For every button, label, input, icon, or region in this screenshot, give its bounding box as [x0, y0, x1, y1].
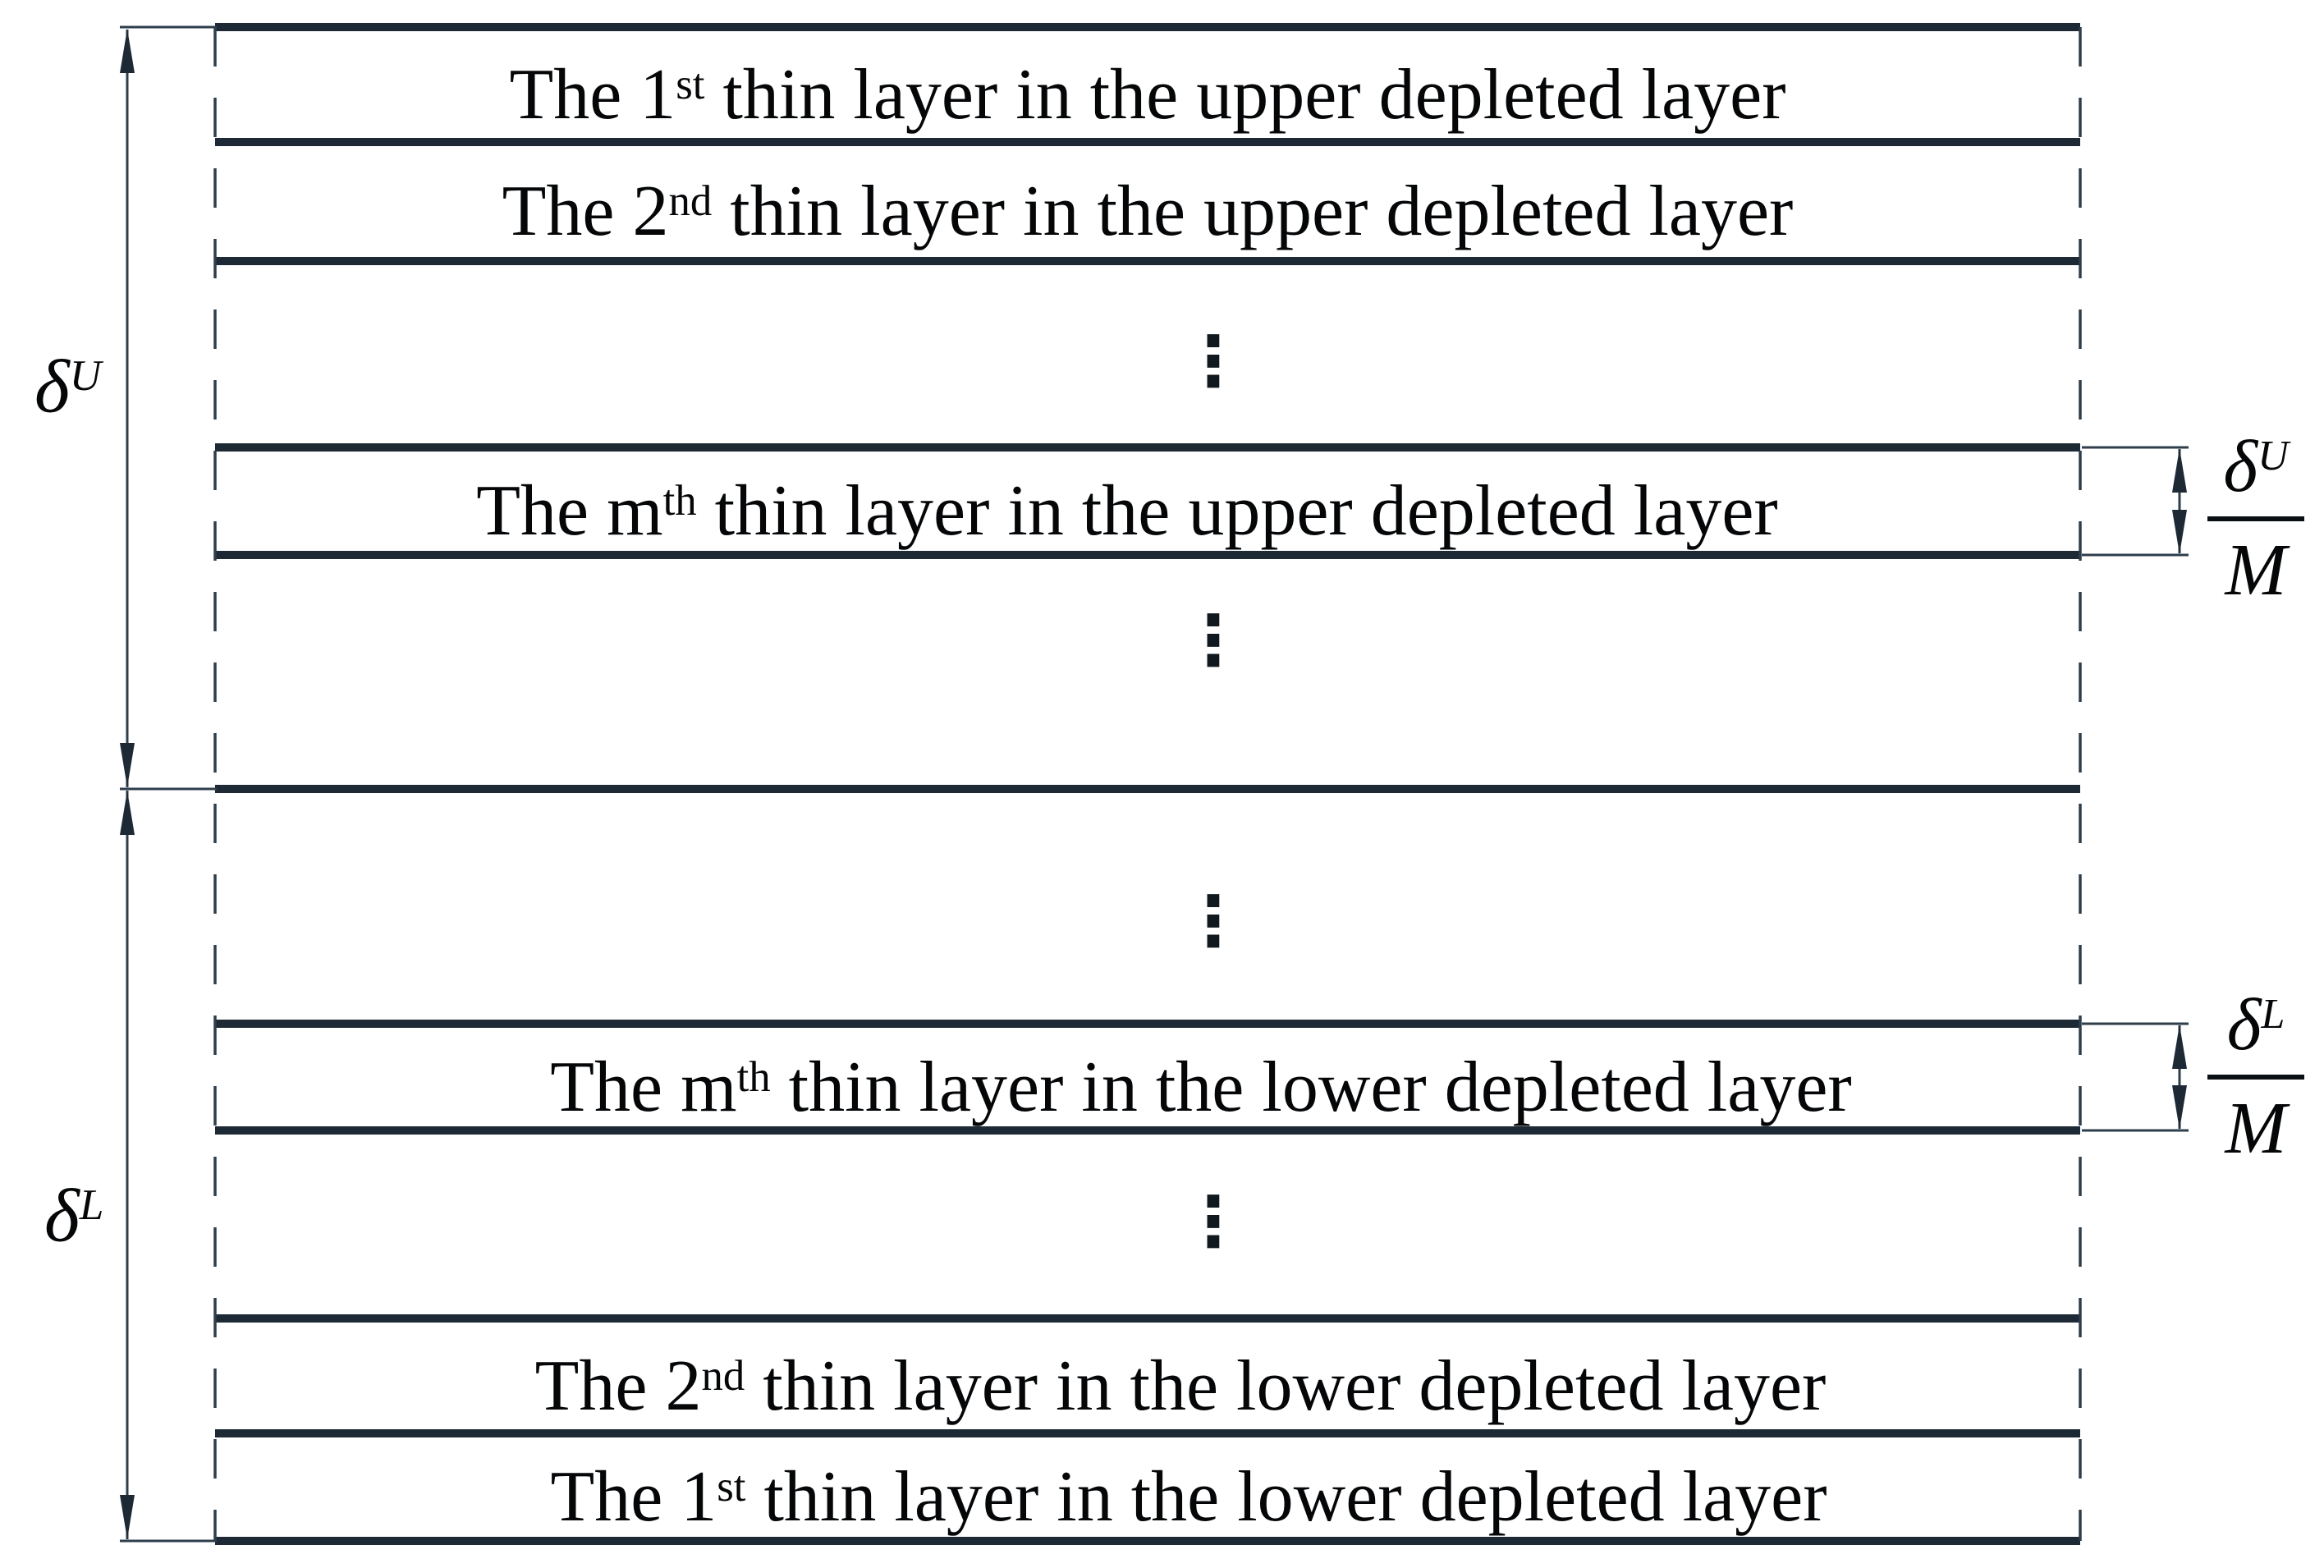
lower-sublayer-arrow-down-icon [2172, 1085, 2187, 1130]
lower-layer-m-prefix: The m [550, 1047, 737, 1127]
upper-layer-2-rest: thin layer in the upper depleted layer [712, 171, 1794, 251]
delta-l-sup: L [79, 1180, 104, 1229]
lower-layer-2-ordinal: nd [701, 1352, 745, 1400]
upper-layer-1-ordinal: st [676, 61, 705, 108]
lower-layer-2-prefix: The 2 [534, 1346, 702, 1426]
lower-sublayer-fraction: δL M [2194, 973, 2317, 1170]
upper-fraction-denominator: M [2225, 530, 2287, 612]
delta-l-arrow-down-icon [120, 1495, 135, 1539]
upper-layer-1-label: The 1st thin layer in the upper depleted… [215, 39, 2080, 140]
lower-fraction-numerator: δL [2194, 973, 2317, 1066]
upper-layer-m-rest: thin layer in the upper depleted layer [696, 470, 1778, 551]
upper-layer-m-ordinal: th [662, 477, 697, 525]
delta-u-sup: U [69, 351, 102, 400]
lower-layer-m-label: The mth thin layer in the lower depleted… [268, 1032, 2134, 1133]
lower-fraction-delta: δ [2226, 984, 2262, 1066]
lower-layer-1-rest: thin layer in the lower depleted layer [745, 1456, 1827, 1537]
upper-layer-2-label: The 2nd thin layer in the upper depleted… [215, 156, 2080, 257]
upper-fraction-delta: δ [2223, 426, 2258, 508]
upper-sublayer-fraction: δU M [2194, 415, 2317, 612]
lower-ellipsis-2: ⋮ [1179, 1181, 1248, 1262]
upper-layer-m-label: The mth thin layer in the upper depleted… [195, 456, 2060, 557]
lower-layer-1-ordinal: st [717, 1463, 746, 1511]
lower-layer-m-rest: thin layer in the lower depleted layer [770, 1047, 1852, 1127]
lower-fraction-bar [2207, 1075, 2304, 1080]
delta-l-label: δL [44, 1159, 103, 1261]
upper-layer-2-prefix: The 2 [502, 171, 669, 251]
upper-sublayer-arrow-up-icon [2172, 448, 2187, 493]
lower-layer-1-prefix: The 1 [550, 1456, 717, 1537]
upper-layer-1-prefix: The 1 [509, 54, 676, 135]
delta-u-arrow-down-icon [120, 743, 135, 787]
upper-fraction-bar [2207, 516, 2304, 522]
lower-layer-2-label: The 2nd thin layer in the lower depleted… [248, 1331, 2113, 1432]
upper-fraction-sup: U [2258, 432, 2289, 479]
upper-layer-2-ordinal: nd [668, 177, 713, 225]
upper-layer-1-rest: thin layer in the upper depleted layer [704, 54, 1786, 135]
upper-ellipsis-2: ⋮ [1179, 600, 1248, 681]
lower-layer-m-ordinal: th [736, 1053, 771, 1101]
lower-fraction-sup: L [2261, 990, 2285, 1038]
lower-layer-1-label: The 1st thin layer in the lower depleted… [256, 1442, 2121, 1543]
delta-u-arrow-up-icon [120, 29, 135, 73]
lower-ellipsis-1: ⋮ [1179, 881, 1248, 961]
delta-u-label: δU [34, 330, 101, 432]
lower-sublayer-arrow-up-icon [2172, 1025, 2187, 1069]
upper-sublayer-arrow-down-icon [2172, 510, 2187, 554]
upper-ellipsis-1: ⋮ [1179, 321, 1248, 401]
lower-fraction-denominator: M [2225, 1088, 2287, 1170]
delta-u-base: δ [34, 344, 70, 429]
upper-fraction-numerator: δU [2194, 415, 2317, 508]
upper-layer-m-prefix: The m [476, 470, 663, 551]
delta-l-base: δ [44, 1173, 80, 1258]
lower-layer-2-rest: thin layer in the lower depleted layer [745, 1346, 1827, 1426]
delta-l-arrow-up-icon [120, 791, 135, 835]
